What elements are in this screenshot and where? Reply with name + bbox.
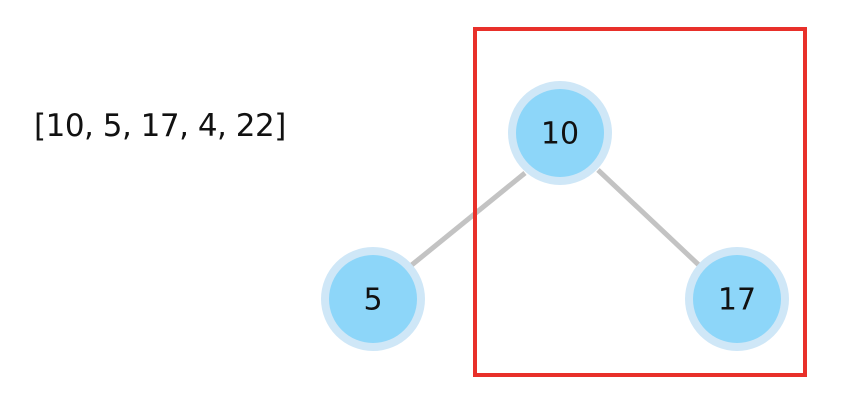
tree-node-5: 5 — [321, 247, 425, 351]
node-label: 5 — [363, 283, 382, 318]
tree-node-17: 17 — [685, 247, 789, 351]
node-circle — [516, 89, 604, 177]
edge-10-17 — [596, 168, 704, 270]
node-circle — [329, 255, 417, 343]
node-label: 17 — [718, 283, 756, 318]
node-label: 10 — [541, 117, 579, 152]
node-circle — [693, 255, 781, 343]
tree-node-10: 10 — [508, 81, 612, 185]
highlight-box — [473, 27, 807, 377]
array-label: [10, 5, 17, 4, 22] — [34, 108, 286, 144]
edge-10-5 — [406, 171, 527, 270]
